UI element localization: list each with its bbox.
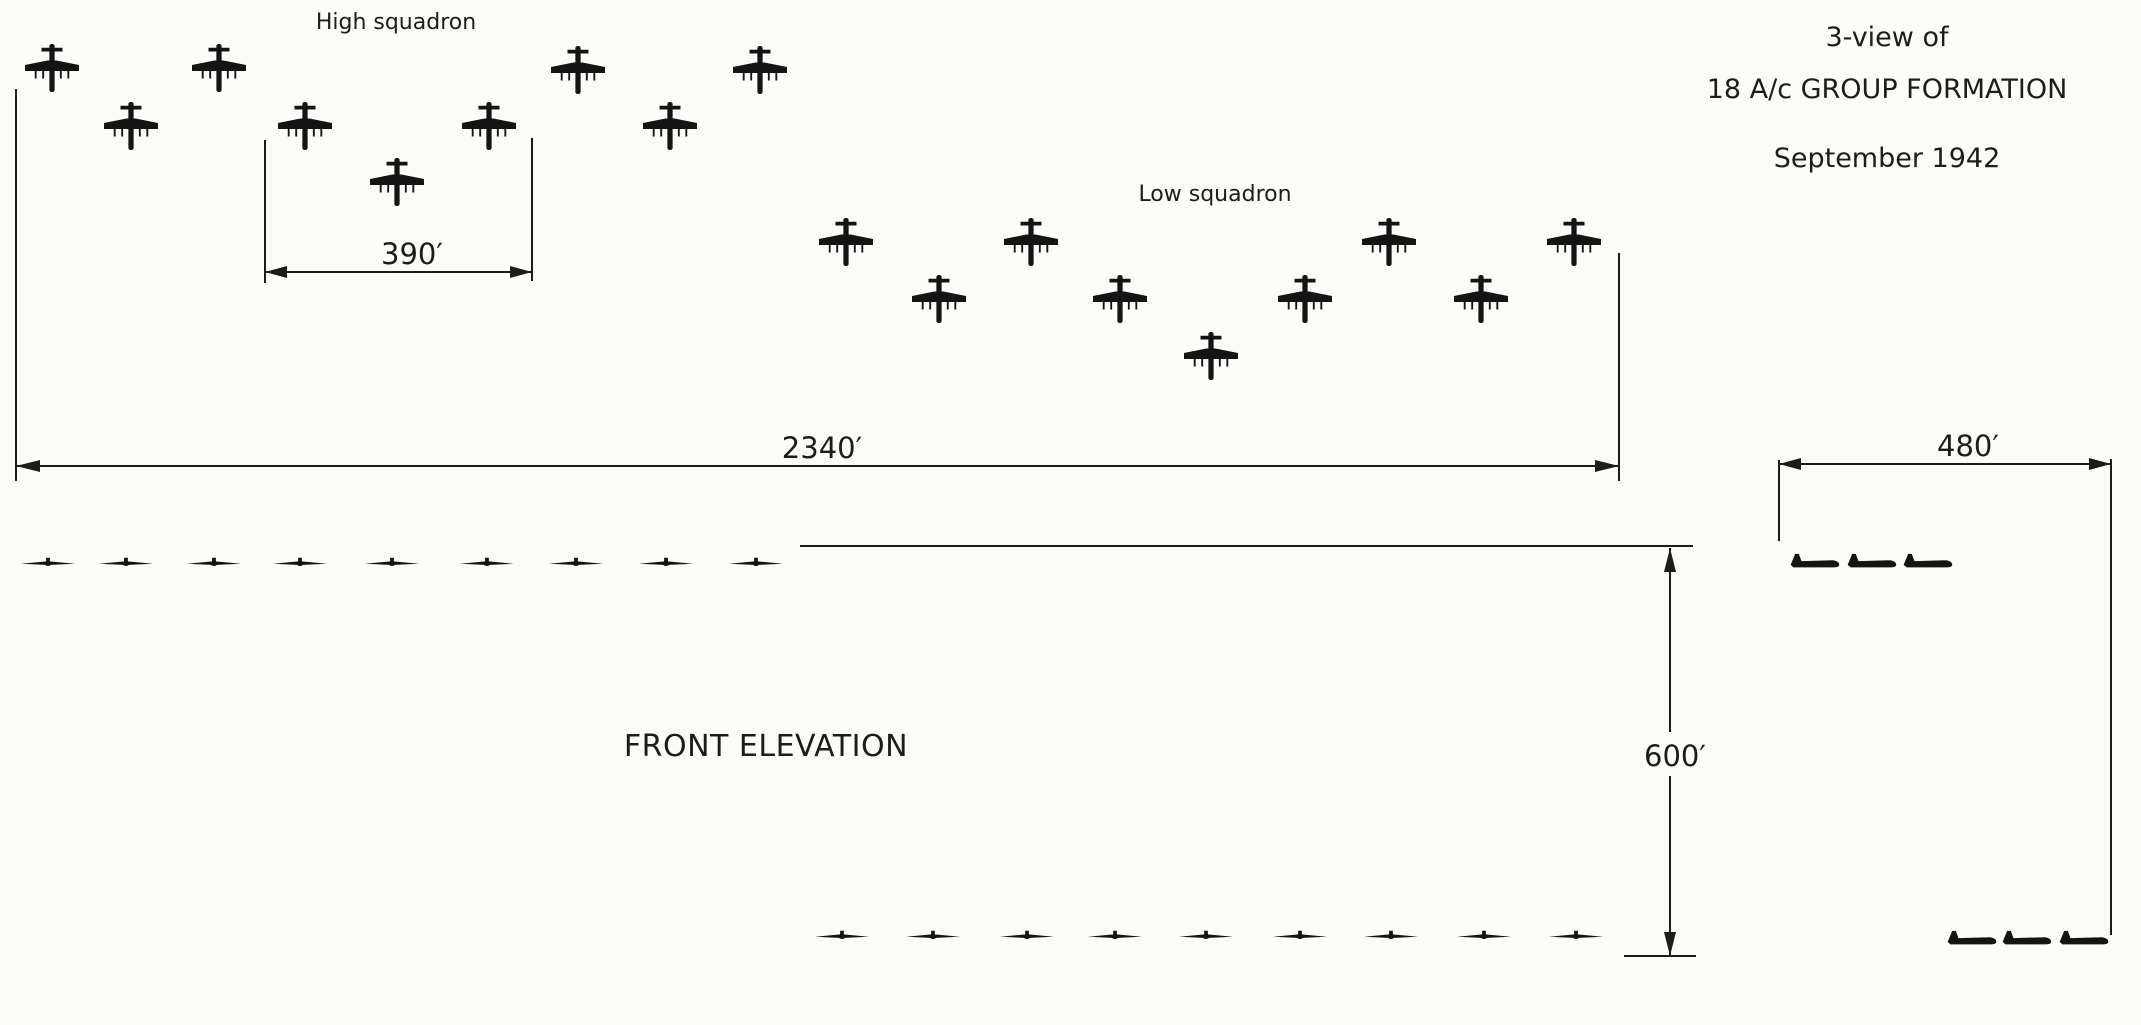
side-elevation-low (1947, 930, 2109, 945)
low-squadron-plan (819, 218, 1601, 380)
aircraft-front-view (365, 557, 419, 566)
dimension-480-label: 480′ (1937, 429, 1999, 463)
aircraft-top-view (1362, 218, 1416, 266)
aircraft-top-view (643, 102, 697, 150)
aircraft-top-view (370, 158, 424, 206)
aircraft-top-view (1547, 218, 1601, 266)
aircraft-front-view (1179, 930, 1233, 939)
title-line-2: 18 A/c GROUP FORMATION (1707, 74, 2068, 105)
dimension-2340: 2340′ (15, 89, 1620, 481)
dimension-2340-label: 2340′ (782, 431, 862, 465)
side-elevation-high (1790, 553, 1953, 568)
aircraft-front-view (1364, 930, 1418, 939)
aircraft-front-view (729, 557, 783, 566)
aircraft-top-view (462, 102, 516, 150)
high-squadron-front-elevation (21, 557, 783, 566)
aircraft-side-view (1790, 553, 1840, 568)
title-line-3: September 1942 (1774, 143, 2001, 174)
aircraft-top-view (733, 46, 787, 94)
aircraft-side-view (2002, 930, 2052, 945)
aircraft-front-view (1457, 930, 1511, 939)
aircraft-side-view (1847, 553, 1897, 568)
dimension-480: 480′ (1778, 429, 2112, 935)
aircraft-front-view (1549, 930, 1603, 939)
aircraft-front-view (815, 930, 869, 939)
aircraft-front-view (549, 557, 603, 566)
aircraft-front-view (1000, 930, 1054, 939)
aircraft-top-view (551, 46, 605, 94)
aircraft-top-view (1454, 275, 1508, 323)
aircraft-side-view (1903, 553, 1953, 568)
aircraft-top-view (25, 44, 79, 92)
aircraft-top-view (1184, 332, 1238, 380)
aircraft-front-view (99, 557, 153, 566)
low-squadron-label: Low squadron (1138, 182, 1291, 207)
aircraft-front-view (460, 557, 514, 566)
dimension-600-label: 600′ (1644, 739, 1706, 773)
dimension-600: 600′ (1624, 548, 1706, 957)
aircraft-top-view (912, 275, 966, 323)
aircraft-top-view (819, 218, 873, 266)
front-elevation-label: FRONT ELEVATION (624, 729, 908, 764)
aircraft-front-view (273, 557, 327, 566)
high-squadron-plan (25, 44, 787, 206)
title-line-1: 3-view of (1826, 22, 1950, 53)
aircraft-front-view (639, 557, 693, 566)
aircraft-top-view (278, 102, 332, 150)
aircraft-top-view (1093, 275, 1147, 323)
dimension-390-label: 390′ (381, 237, 443, 271)
aircraft-front-view (1273, 930, 1327, 939)
aircraft-front-view (21, 557, 75, 566)
aircraft-top-view (1004, 218, 1058, 266)
aircraft-side-view (2059, 930, 2109, 945)
title-block: 3-view of 18 A/c GROUP FORMATION Septemb… (1707, 22, 2068, 174)
aircraft-top-view (1278, 275, 1332, 323)
dimension-390: 390′ (264, 138, 533, 283)
aircraft-front-view (187, 557, 241, 566)
aircraft-front-view (1088, 930, 1142, 939)
aircraft-side-view (1947, 930, 1997, 945)
aircraft-top-view (192, 44, 246, 92)
low-squadron-front-elevation (815, 930, 1603, 939)
aircraft-front-view (906, 930, 960, 939)
high-squadron-label: High squadron (316, 10, 476, 35)
aircraft-top-view (104, 102, 158, 150)
